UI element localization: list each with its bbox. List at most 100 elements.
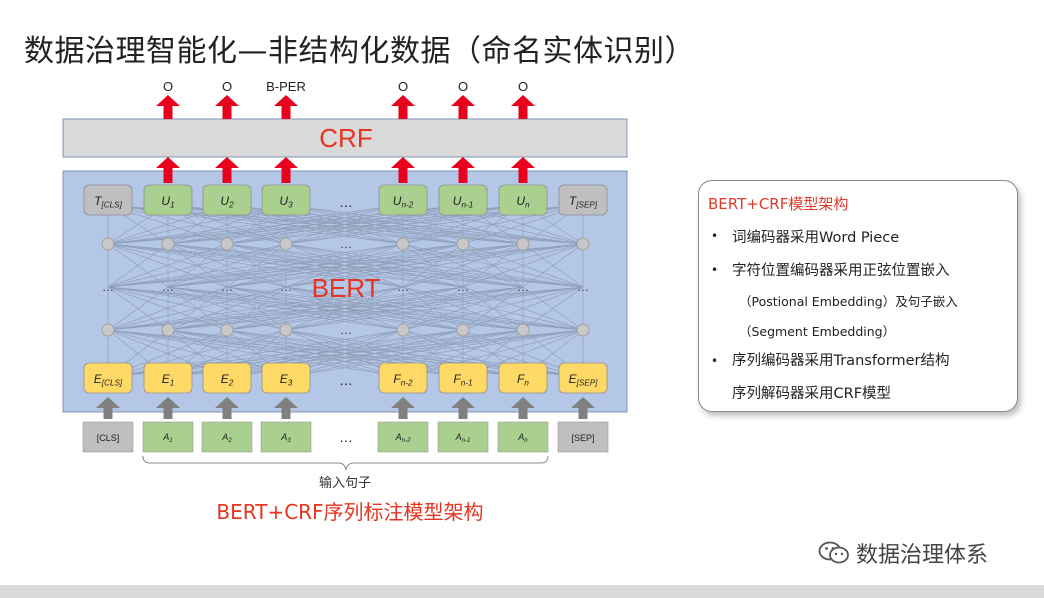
connection-line [285, 243, 584, 288]
connection-line [285, 329, 584, 378]
output-arrow [511, 95, 535, 119]
token-u-label: U3 [279, 194, 293, 210]
connection-line [107, 286, 524, 331]
output-label: O [398, 79, 408, 94]
ellipsis: … [339, 429, 353, 445]
output-arrow [156, 95, 180, 119]
input-token [377, 421, 429, 453]
input-sep-label: [SEP] [571, 433, 594, 443]
input-token-label: A2 [221, 432, 232, 444]
row-ellipsis: … [517, 280, 529, 294]
connection-line [107, 286, 404, 331]
token-e-cls [83, 362, 133, 394]
output-arrow [274, 95, 298, 119]
crf-block [62, 118, 628, 158]
info-item: 字符位置编码器采用正弦位置嵌入 [732, 263, 950, 279]
token-u [143, 184, 193, 216]
input-arrow [156, 397, 180, 419]
token-e [261, 362, 311, 394]
token-u [261, 184, 311, 216]
crf-input-arrow [274, 157, 298, 183]
input-arrow [571, 397, 595, 419]
bert-node [576, 237, 590, 251]
connection-line [107, 286, 464, 331]
token-u-label: Un-2 [393, 194, 414, 210]
output-arrow [391, 95, 415, 119]
token-u-label: U1 [161, 194, 174, 210]
input-arrow [391, 397, 415, 419]
token-t-sep [558, 184, 608, 216]
input-token [201, 421, 253, 453]
input-token [142, 421, 194, 453]
crf-input-arrow [156, 157, 180, 183]
connection-line [107, 243, 584, 288]
input-token [497, 421, 549, 453]
bert-node [456, 323, 470, 337]
connection-line [522, 286, 584, 331]
token-e [378, 362, 428, 394]
bert-node [396, 237, 410, 251]
connection-line [107, 286, 584, 331]
watermark-text: 数据治理体系 [856, 543, 989, 568]
token-e-label: Fn [517, 372, 529, 388]
watermark: 数据治理体系 [818, 537, 988, 569]
token-e-label: E2 [221, 372, 234, 388]
token-e [143, 362, 193, 394]
bert-node [279, 323, 293, 337]
ellipsis: … [339, 194, 353, 210]
connection-line [402, 204, 584, 245]
connection-line [107, 286, 287, 331]
info-item: 词编码器采用Word Piece [732, 230, 900, 246]
bullet-icon: • [711, 354, 719, 368]
ellipsis: … [339, 372, 353, 388]
connection-line [107, 204, 404, 245]
bert-node [456, 237, 470, 251]
token-t-cls-label: T[CLS] [94, 194, 122, 210]
row-ellipsis: … [397, 280, 409, 294]
info-item: 序列编码器采用Transformer结构 [732, 353, 950, 369]
connection-line [107, 243, 404, 288]
output-arrow [451, 95, 475, 119]
bert-node [101, 323, 115, 337]
connection-line [167, 243, 584, 288]
input-token-label: An-2 [395, 432, 411, 444]
connection-line [462, 243, 584, 288]
input-token [437, 421, 489, 453]
bert-node [516, 323, 530, 337]
connection-line [107, 329, 287, 378]
info-box: BERT+CRF模型架构 • 词编码器采用Word Piece • 字符位置编码… [698, 180, 1018, 412]
bert-node [220, 237, 234, 251]
output-label: B-PER [266, 79, 306, 94]
token-e-sep [558, 362, 608, 394]
info-box-title: BERT+CRF模型架构 [708, 195, 849, 213]
output-arrow [215, 95, 239, 119]
connection-line [107, 243, 524, 288]
token-u-label: Un-1 [453, 194, 473, 210]
token-u [438, 184, 488, 216]
crf-input-arrow [511, 157, 535, 183]
input-cls [82, 421, 134, 453]
output-label: O [163, 79, 173, 94]
input-brace [142, 455, 549, 471]
input-token-label: An-1 [455, 432, 471, 444]
token-e-cls-label: E[CLS] [94, 372, 123, 388]
input-arrow [96, 397, 120, 419]
bert-node [161, 237, 175, 251]
token-u-label: Un [516, 194, 530, 210]
token-e-sep-label: E[SEP] [569, 372, 599, 388]
bert-node [396, 323, 410, 337]
crf-input-arrow [391, 157, 415, 183]
crf-label: CRF [319, 123, 372, 153]
input-cls-label: [CLS] [97, 433, 120, 443]
output-label: O [518, 79, 528, 94]
token-e-label: E3 [280, 372, 293, 388]
row-ellipsis: … [457, 280, 469, 294]
bert-node [101, 237, 115, 251]
input-arrow [451, 397, 475, 419]
connection-line [167, 286, 584, 331]
input-arrow [215, 397, 239, 419]
connection-line [402, 329, 584, 378]
row-ellipsis: … [577, 280, 589, 294]
bullet-icon: • [711, 229, 719, 243]
